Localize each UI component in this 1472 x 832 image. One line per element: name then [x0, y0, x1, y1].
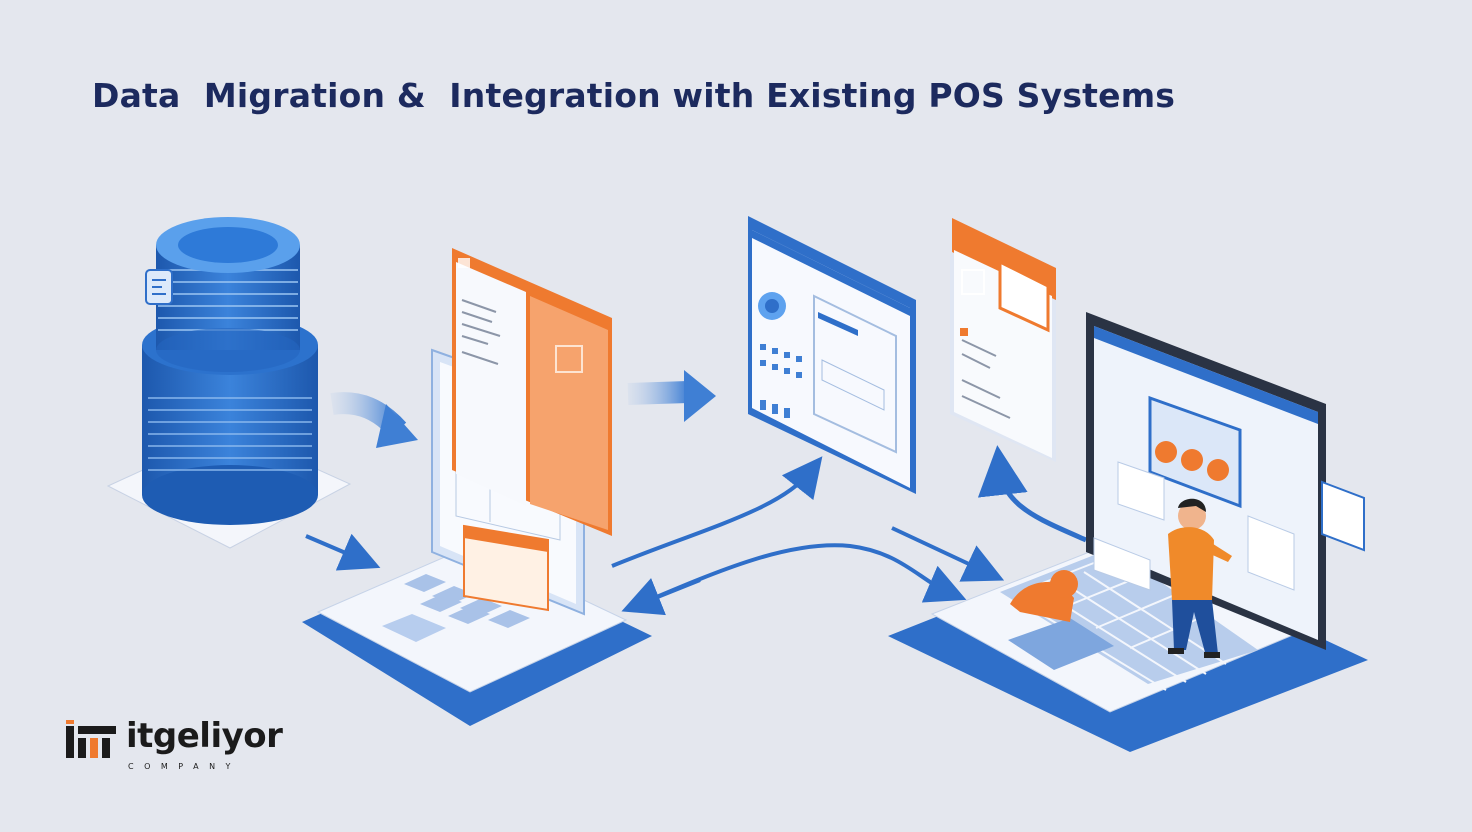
app-window-panel	[748, 216, 916, 494]
brand-logo: itgeliyor COMPANY	[66, 716, 326, 780]
person-icon	[1168, 498, 1232, 658]
database-icon	[106, 217, 352, 549]
brand-tagline: COMPANY	[128, 762, 241, 771]
brand-logo-icon	[66, 720, 116, 758]
orange-document-panel	[452, 248, 612, 536]
hand-icon	[1010, 570, 1078, 622]
brand-name: itgeliyor	[126, 716, 283, 756]
flow-arrow-icon	[305, 370, 1087, 616]
page-title: Data Migration & Integration with Existi…	[92, 76, 1176, 115]
report-window-panel	[950, 218, 1056, 462]
monitor-icon	[888, 312, 1368, 752]
